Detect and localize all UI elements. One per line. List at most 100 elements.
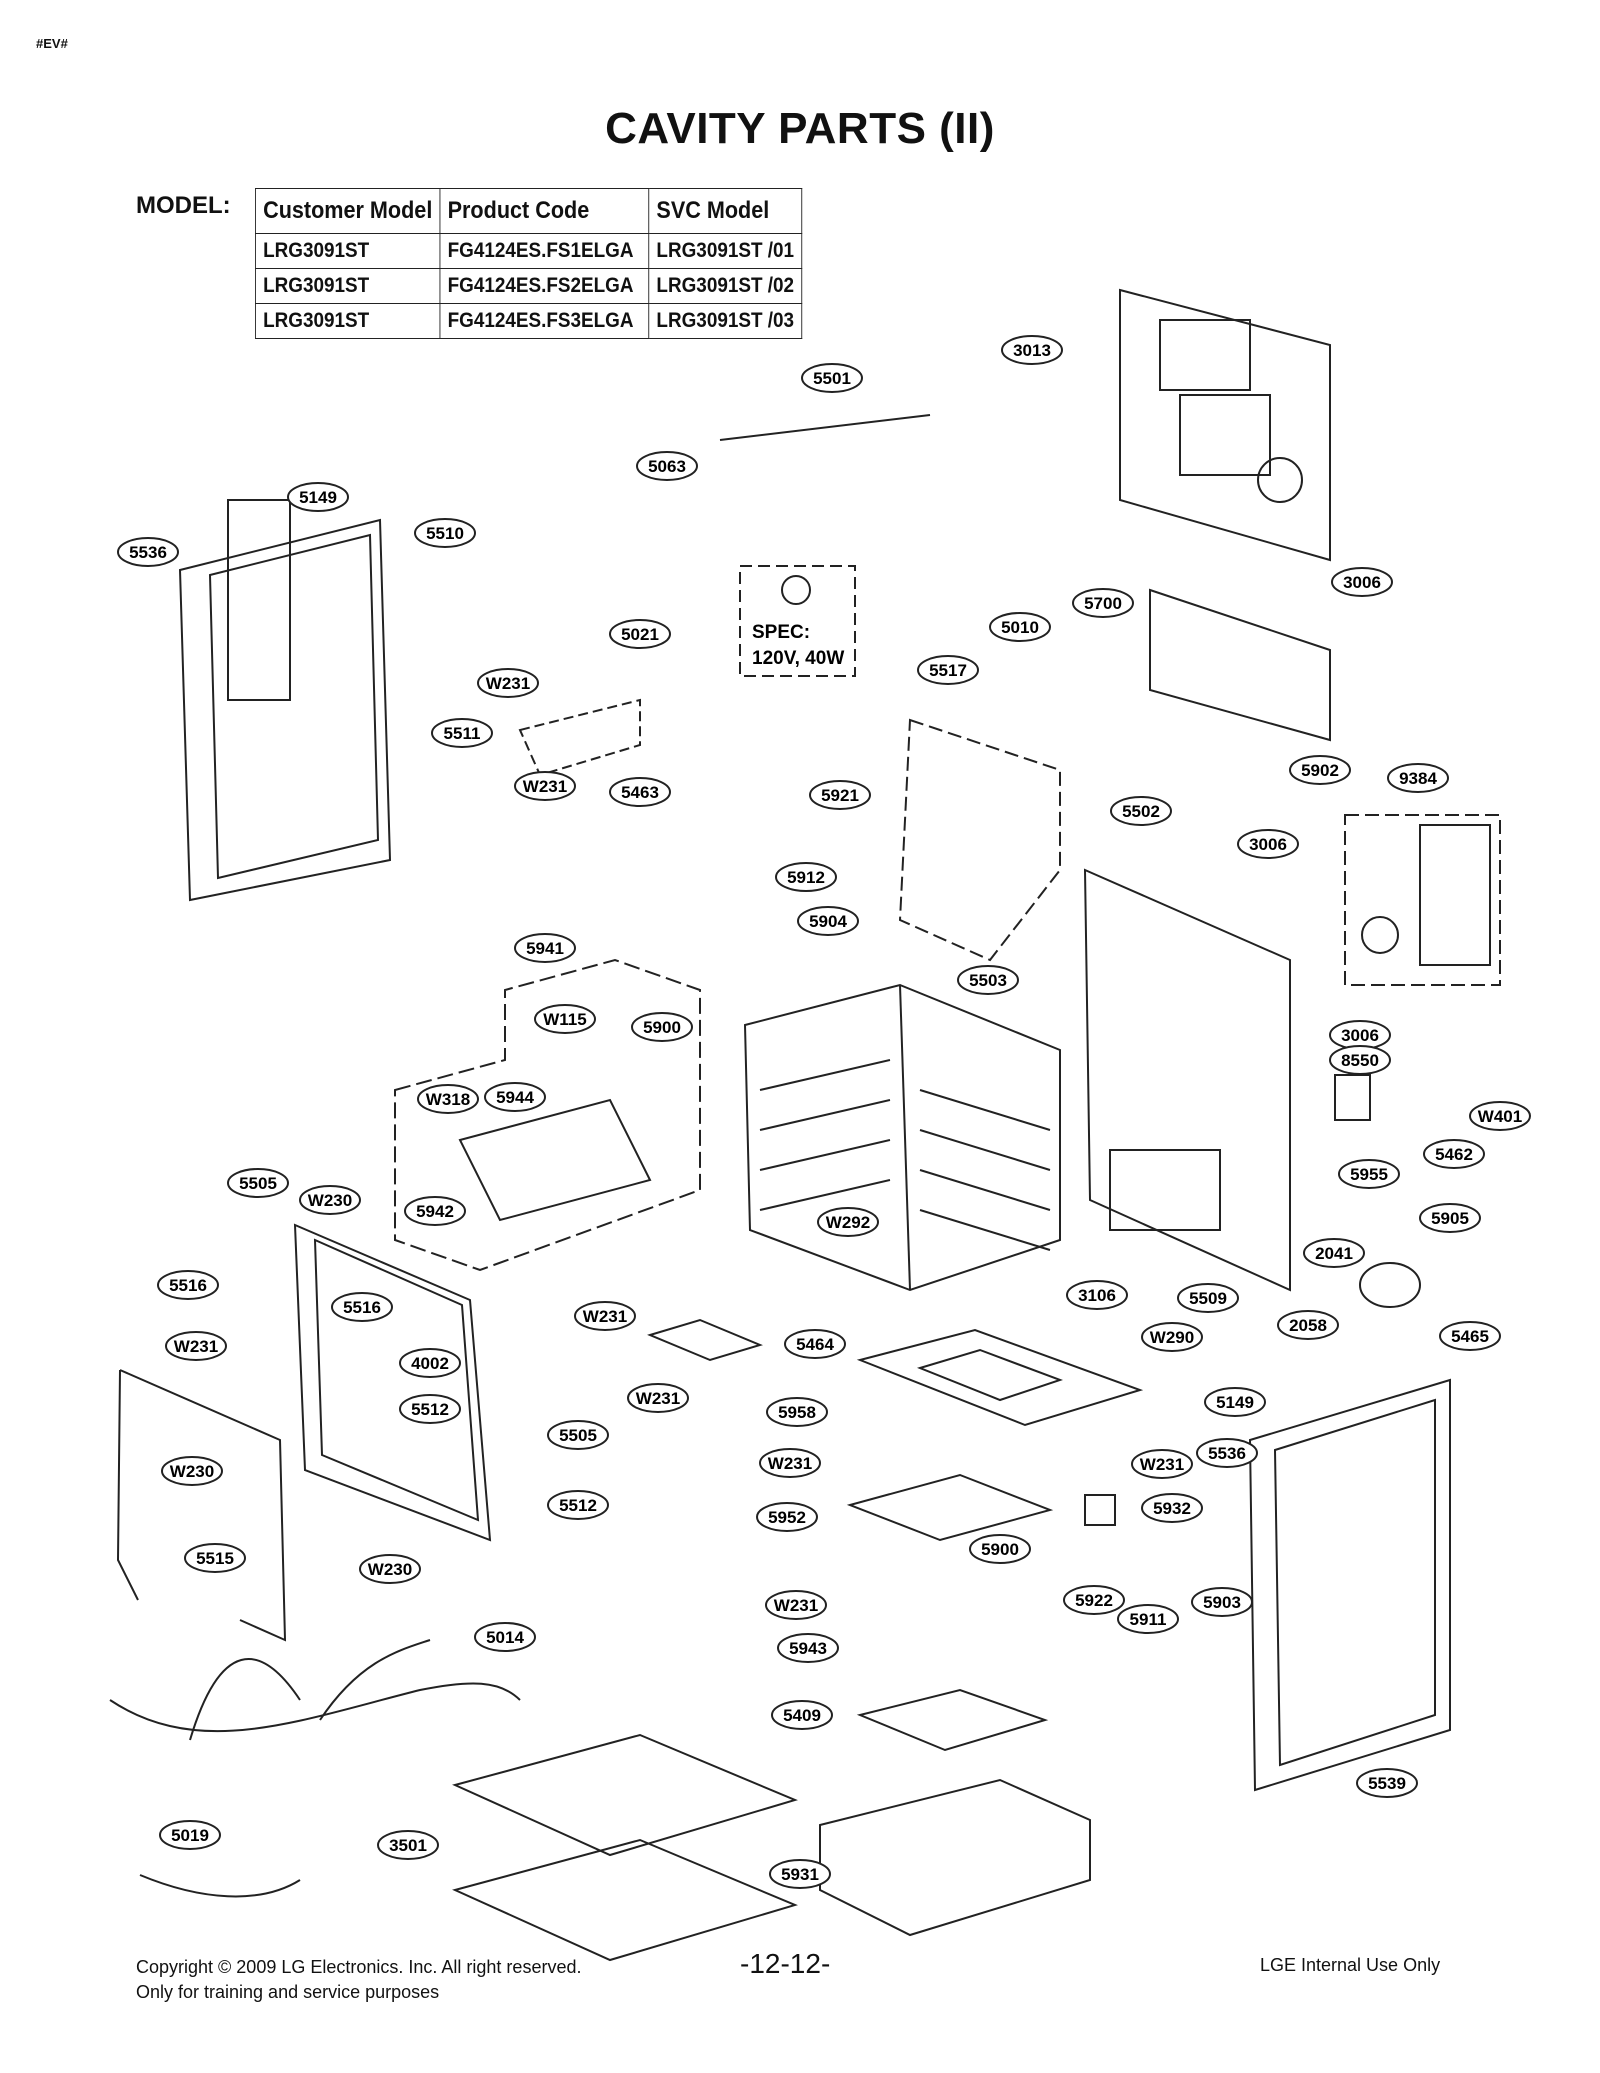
back-panel-window [1159,319,1251,391]
callout-label: 2041 [1315,1244,1353,1263]
callout-label: 5465 [1451,1327,1489,1346]
callout-bubble [1469,1101,1531,1131]
part-callout-5149: 5149 [287,482,349,512]
door-frame-inner [313,1238,480,1522]
part-callout-w230: W230 [299,1185,361,1215]
callout-label: 2058 [1289,1316,1327,1335]
callout-bubble [817,1207,879,1237]
callout-bubble [227,1168,289,1198]
callout-label: 5955 [1350,1165,1388,1184]
callout-label: 5905 [1431,1209,1469,1228]
cell-product-code: FG4124ES.FS1ELGA [439,233,650,269]
valve-8550-shape [1334,1074,1371,1121]
part-callout-4002: 4002 [399,1348,461,1378]
part-callout-5900: 5900 [969,1534,1031,1564]
part-callout-5503: 5503 [957,965,1019,995]
callout-bubble [631,1012,693,1042]
part-callout-5021: 5021 [609,619,671,649]
callout-bubble [609,619,671,649]
callout-bubble [477,668,539,698]
cell-customer-model: LRG3091ST [254,268,441,304]
callout-label: 5942 [416,1202,454,1221]
part-callout-w231: W231 [627,1383,689,1413]
cell-svc-model: LRG3091ST /03 [648,303,803,339]
callout-label: 5149 [299,488,337,507]
callout-bubble [377,1830,439,1860]
callout-bubble [809,780,871,810]
callout-bubble [287,482,349,512]
cavity-bottom-recess [916,1348,1063,1402]
part-callout-5516: 5516 [157,1270,219,1300]
cell-product-code: FG4124ES.FS2ELGA [439,268,650,304]
callout-bubble [1141,1493,1203,1523]
part-callout-5010: 5010 [989,612,1051,642]
callout-label: 5516 [169,1276,207,1295]
top-panel-shape [1149,588,1331,742]
callout-bubble [784,1329,846,1359]
part-callout-5905: 5905 [1419,1203,1481,1233]
callout-label: 5943 [789,1639,827,1658]
part-callout-w231: W231 [765,1590,827,1620]
callout-label: 5505 [239,1174,277,1193]
duct-outline [898,718,1061,962]
header-customer-model: Customer Model [254,188,441,234]
callout-bubble [414,518,476,548]
callout-bubble [1072,588,1134,618]
callout-label: 3006 [1341,1026,1379,1045]
part-callout-3013: 3013 [1001,335,1063,365]
callout-bubble [547,1420,609,1450]
page-title: CAVITY PARTS (II) [605,104,995,153]
callout-label: 5539 [1368,1774,1406,1793]
part-callout-5536: 5536 [1196,1438,1258,1468]
callout-label: 5922 [1075,1591,1113,1610]
part-callout-5922: 5922 [1063,1585,1125,1615]
callout-bubble [801,363,863,393]
part-callout-5941: 5941 [514,933,576,963]
part-callout-5063: 5063 [636,451,698,481]
callout-bubble [1191,1587,1253,1617]
callout-bubble [1423,1139,1485,1169]
part-callout-5931: 5931 [769,1859,831,1889]
table-row: LRG3091ST FG4124ES.FS2ELGA LRG3091ST /02 [254,268,803,304]
lamp-socket-outline [518,698,641,777]
callout-bubble [1277,1310,1339,1340]
callout-label: 5958 [778,1403,816,1422]
callout-bubble [917,655,979,685]
callout-label: 5509 [1189,1289,1227,1308]
shield-5952-shape [846,1473,1054,1542]
part-callout-5700: 5700 [1072,588,1134,618]
callout-bubble [547,1490,609,1520]
callout-label: 5512 [559,1496,597,1515]
callout-bubble [399,1348,461,1378]
part-callout-5921: 5921 [809,780,871,810]
callout-label: 5932 [1153,1499,1191,1518]
callout-bubble [161,1456,223,1486]
callout-label: 5503 [969,971,1007,990]
footer-internal: LGE Internal Use Only [1260,1955,1441,1975]
spec-line-2: 120V, 40W [752,648,844,669]
back-panel-window [1179,394,1271,476]
callout-label: W230 [170,1462,214,1481]
callout-bubble [1329,1045,1391,1075]
part-callout-w231: W231 [165,1331,227,1361]
callout-bubble [1001,335,1063,365]
callout-bubble [777,1633,839,1663]
part-callout-2041: 2041 [1303,1238,1365,1268]
callout-bubble [766,1397,828,1427]
callout-bubble [1331,567,1393,597]
callout-label: 3006 [1343,573,1381,592]
oven-rack-lower [452,1838,798,1962]
callout-label: 5900 [981,1540,1019,1559]
part-callout-w230: W230 [359,1554,421,1584]
callout-label: W231 [583,1307,627,1326]
callout-bubble [534,1004,596,1034]
header-product-code: Product Code [439,188,650,234]
callout-bubble [574,1301,636,1331]
callout-bubble [1303,1238,1365,1268]
rod-shape [719,414,931,441]
callout-label: 5912 [787,868,825,887]
callout-bubble [117,537,179,567]
part-callout-w318: W318 [417,1084,479,1114]
callout-bubble [404,1196,466,1226]
callout-label: 5903 [1203,1593,1241,1612]
